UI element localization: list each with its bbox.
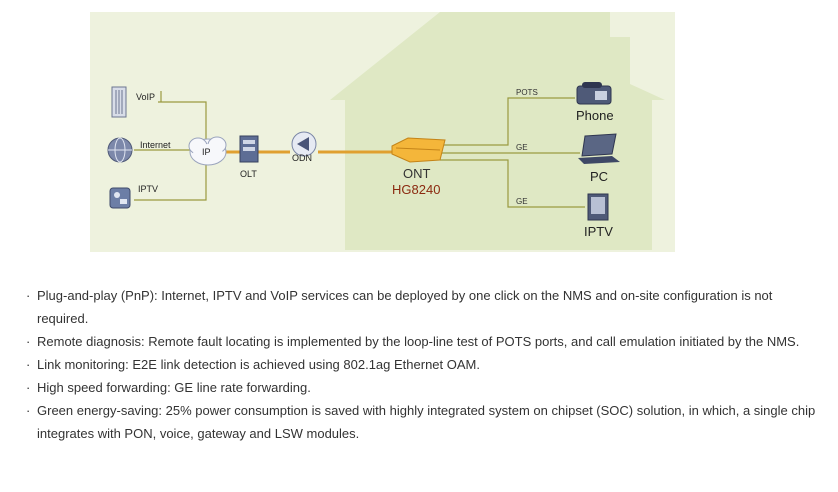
network-diagram: VoIP Internet IPTV IP OLT ODN ONT HG8240… (90, 12, 675, 252)
feature-text: Plug-and-play (PnP): Internet, IPTV and … (37, 288, 773, 326)
voip-label: VoIP (136, 92, 155, 102)
feature-list: · Plug-and-play (PnP): Internet, IPTV and… (26, 284, 816, 445)
feature-text: High speed forwarding: GE line rate forw… (37, 380, 311, 395)
ont-model-label: HG8240 (392, 182, 440, 197)
iptv-service-label: IPTV (138, 184, 158, 194)
odn-splitter-icon (291, 131, 317, 157)
feature-item: · Remote diagnosis: Remote fault locating… (26, 330, 816, 353)
feature-item: · Link monitoring: E2E link detection is … (26, 353, 816, 376)
internet-label: Internet (140, 140, 171, 150)
feature-text: Link monitoring: E2E link detection is a… (37, 357, 480, 372)
feature-item: · Green energy-saving: 25% power consumpt… (26, 399, 816, 445)
bullet: · (26, 334, 31, 349)
ge-iptv-link-label: GE (516, 197, 528, 206)
bullet: · (26, 403, 31, 418)
iptv-device-label: IPTV (584, 224, 613, 239)
odn-label: ODN (292, 153, 312, 163)
house-shape (330, 12, 665, 250)
service-links (134, 91, 207, 201)
diagram-canvas: VoIP Internet IPTV IP OLT ODN ONT HG8240… (107, 12, 665, 250)
bullet: · (26, 288, 31, 303)
bullet: · (26, 357, 31, 372)
device-links (440, 97, 585, 208)
globe-icon (107, 137, 133, 163)
phone-icon (576, 82, 612, 105)
laptop-icon (578, 133, 620, 164)
ip-cloud-label: IP (202, 147, 211, 157)
server-rack-icon (111, 86, 127, 118)
olt-icon (239, 135, 259, 163)
olt-label: OLT (240, 169, 257, 179)
iptv-box-icon (109, 187, 131, 209)
pc-label: PC (590, 169, 608, 184)
ont-label: ONT (403, 166, 431, 181)
pots-link-label: POTS (516, 88, 538, 97)
feature-item: · High speed forwarding: GE line rate for… (26, 376, 816, 399)
ip-cloud-icon (188, 136, 227, 166)
phone-label: Phone (576, 108, 614, 123)
feature-text: Green energy-saving: 25% power consumpti… (37, 403, 816, 441)
ont-device-icon (391, 137, 446, 163)
feature-text: Remote diagnosis: Remote fault locating … (37, 334, 800, 349)
feature-item: · Plug-and-play (PnP): Internet, IPTV and… (26, 284, 816, 330)
ge-pc-link-label: GE (516, 143, 528, 152)
tv-icon (587, 193, 609, 221)
bullet: · (26, 380, 31, 395)
